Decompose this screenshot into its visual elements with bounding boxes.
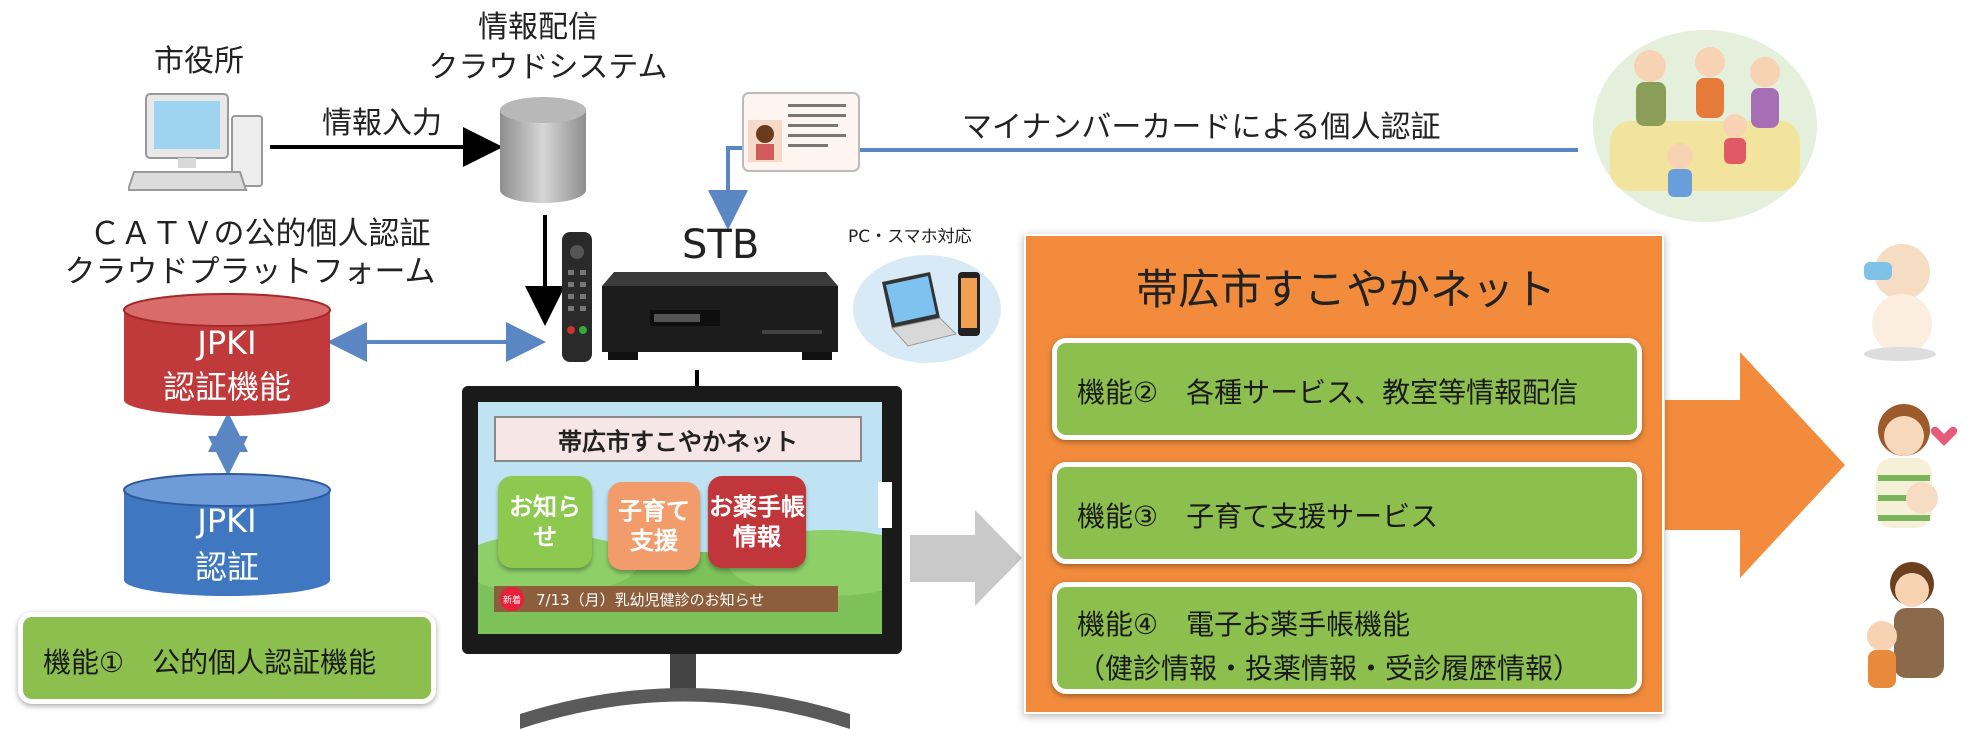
info-delivery-label-line2: クラウドシステム <box>428 50 668 85</box>
tv-news-bar[interactable]: 新着 7/13（月）乳幼児健診のお知らせ <box>494 586 838 612</box>
info-delivery-label-line1: 情報配信 <box>478 10 598 45</box>
jpki-auth-database <box>123 473 331 596</box>
panel-title: 帯広市すこやかネット <box>1135 265 1556 314</box>
tv-tile-childcare[interactable]: 子育て 支援 <box>608 482 700 570</box>
jpki-function-label-line1: JPKI <box>197 324 257 362</box>
mother-baby-illustration <box>1876 404 1958 528</box>
jpki-auth-label-line1: JPKI <box>197 502 257 540</box>
feature4-box: 機能④ 電子お薬手帳機能 （健診情報・投薬情報・受診履歴情報） <box>1052 582 1642 694</box>
tv-monitor: 帯広市すこやかネット お知らせ 子育て 支援 お薬手帳 情報 新着 7/13（月… <box>462 386 902 654</box>
tv-news-text: 7/13（月）乳幼児健診のお知らせ <box>536 590 765 609</box>
cloud-server-icon <box>500 97 586 203</box>
catv-label-line2: クラウドプラットフォーム <box>64 254 436 290</box>
tv-news-new-badge: 新着 <box>500 587 524 611</box>
jpki-auth-label-line2: 認証 <box>194 548 259 586</box>
remote-control-icon <box>562 232 592 362</box>
baby-bottle-illustration <box>1864 244 1936 361</box>
jpki-function-database <box>123 293 331 416</box>
info-input-label: 情報入力 <box>322 106 442 141</box>
stb-label: STB <box>682 222 760 268</box>
mynumber-card-icon <box>742 92 860 172</box>
jpki-function-label-line2: 認証機能 <box>162 368 291 406</box>
feature4-label-line1: 機能④ 電子お薬手帳機能 <box>1077 608 1411 641</box>
smartphone-icon <box>958 272 980 336</box>
card-to-stb-arrow <box>708 146 748 230</box>
mynumber-auth-label: マイナンバーカードによる個人認証 <box>962 110 1441 145</box>
tv-screen-title: 帯広市すこやかネット <box>558 427 798 456</box>
stb-device-icon <box>602 272 838 360</box>
feature1-label: 機能① 公的個人認証機能 <box>43 646 377 679</box>
tv-to-panel-arrow <box>910 510 1022 606</box>
family-illustration <box>1593 30 1817 222</box>
tv-side-panel <box>878 482 892 528</box>
feature2-box: 機能② 各種サービス、教室等情報配信 <box>1052 338 1642 440</box>
feature3-box: 機能③ 子育て支援サービス <box>1052 462 1642 564</box>
father-child-illustration <box>1867 562 1944 688</box>
pc-smartphone-label: PC・スマホ対応 <box>848 227 972 247</box>
tv-screen-title-bar: 帯広市すこやかネット <box>494 416 862 462</box>
feature3-label: 機能③ 子育て支援サービス <box>1077 500 1439 533</box>
panel-to-family-arrow <box>1665 352 1845 578</box>
laptop-icon <box>882 272 957 347</box>
catv-label-line1: ＣＡＴＶの公的個人認証 <box>89 216 431 252</box>
city-hall-label: 市役所 <box>154 44 244 79</box>
tv-stand <box>520 654 850 729</box>
computer-icon <box>128 93 263 191</box>
tv-screen: 帯広市すこやかネット お知らせ 子育て 支援 お薬手帳 情報 新着 7/13（月… <box>478 402 882 634</box>
feature1-box: 機能① 公的個人認証機能 <box>18 612 436 704</box>
feature2-label: 機能② 各種サービス、教室等情報配信 <box>1077 376 1579 409</box>
tv-tile-medicine[interactable]: お薬手帳 情報 <box>708 476 806 568</box>
feature4-label-line2: （健診情報・投薬情報・受診履歴情報） <box>1077 652 1582 685</box>
tv-tile-notice[interactable]: お知らせ <box>498 476 592 568</box>
pc-smartphone-icon <box>853 255 1001 363</box>
sukoyaka-net-panel: 帯広市すこやかネット 機能② 各種サービス、教室等情報配信 機能③ 子育て支援サ… <box>1024 234 1664 714</box>
